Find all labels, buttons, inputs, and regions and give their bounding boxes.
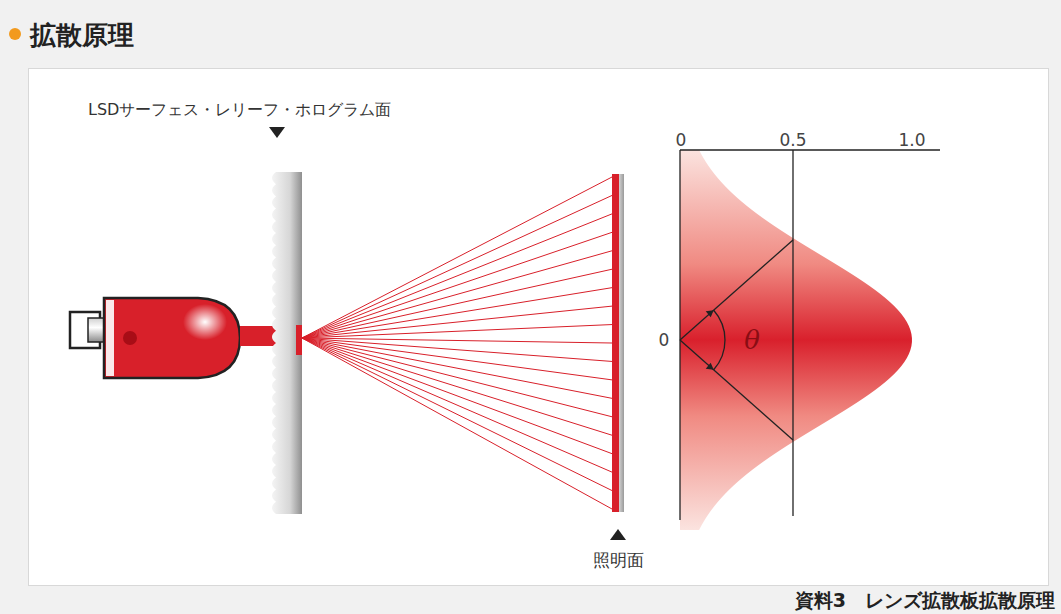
intensity-profile [680,150,912,530]
ray [302,325,612,338]
title-bullet [9,28,21,40]
axis-tick-label: 0.5 [779,130,806,150]
ray [302,338,612,509]
panel [29,69,1049,586]
ray [302,251,612,338]
part-label: 照明面 [593,549,644,572]
angle-symbol: θ [744,325,760,355]
chart-axes [680,150,940,520]
ray [302,338,612,454]
diffused-rays [302,177,612,509]
ray [302,177,612,338]
beam-spot [296,325,302,355]
part-label: LSDサーフェス・レリーフ・ホログラム面 [88,100,391,121]
ray [302,338,612,380]
ray [302,338,612,435]
ray [302,269,612,338]
axis-tick-label: 1.0 [898,130,925,150]
axis-tick-label: 0 [676,130,687,150]
ray [302,232,612,338]
ray [302,338,612,343]
title: 拡散原理 [30,18,134,53]
ray [302,338,612,398]
diffuser-plate [272,172,302,514]
ray [302,288,612,338]
pointer-triangle [269,127,285,138]
ray [302,195,612,338]
illumination-plane [612,174,624,512]
angle-arrowheads [706,310,714,370]
caption: 資料3 レンズ拡散板拡散原理 [795,588,1055,614]
ray [302,306,612,338]
ray [302,338,612,491]
ray [302,214,612,338]
axis-tick-label: 0 [659,330,670,350]
led [70,298,292,378]
ray [302,338,612,472]
pointer-triangle [610,529,626,540]
